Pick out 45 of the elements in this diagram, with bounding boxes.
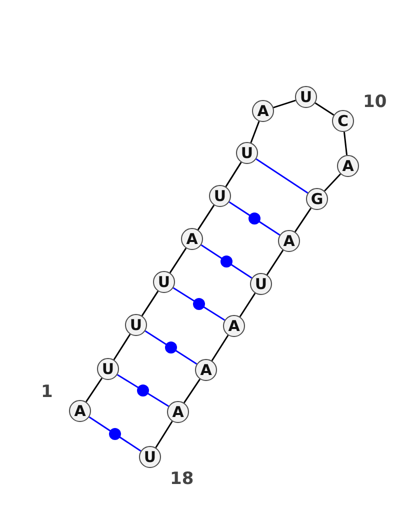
backbone-line [266,250,284,276]
backbone-line [211,334,229,362]
backbone-line [250,121,260,143]
nucleotide-circle: A [181,228,203,250]
nucleotide-circle: U [97,358,119,380]
nucleotide-circle: C [332,110,354,132]
backbone-line [294,208,312,232]
position-number: 1 [41,382,53,402]
nucleotide-circle: A [69,400,91,422]
nucleotide-circle: U [153,271,175,293]
backbone-line [343,132,348,156]
nucleotide-circle: U [236,142,258,164]
position-number: 10 [363,92,387,112]
nucleotide-circle: A [167,401,189,423]
backbone-line [239,292,256,318]
nucleotide-circle: A [252,100,274,122]
base-pair-line [172,287,226,321]
base-pair-line [228,201,280,236]
base-pair-line [88,416,142,452]
backbone-line [225,162,242,188]
backbone-line [141,290,159,316]
nucleotide-circle: U [295,86,317,108]
backbone-line [183,378,201,404]
nucleotide-circle: A [337,155,359,177]
backbone-line [273,100,296,108]
nucleotide-circle: A [195,359,217,381]
nucleotide-circle: A [223,315,245,337]
backbone-line [197,204,215,230]
nucleotide-circle: G [306,188,328,210]
base-pair-line [256,158,308,194]
nucleotide-circle: A [278,230,300,252]
base-pair-line [116,374,170,407]
backbone-line [155,420,173,448]
nucleotide-circle: U [250,273,272,295]
nucleotide-circle: U [125,314,147,336]
backbone-line [324,174,342,192]
nucleotide-circle: U [209,185,231,207]
nucleotide-circle: U [139,446,161,468]
backbone-line [169,248,187,274]
base-pair-line [144,330,198,365]
backbone-line [85,378,103,402]
base-pair-line [200,244,252,279]
backbone-line [314,102,334,116]
backbone-line [113,334,131,360]
position-number: 18 [170,469,194,489]
